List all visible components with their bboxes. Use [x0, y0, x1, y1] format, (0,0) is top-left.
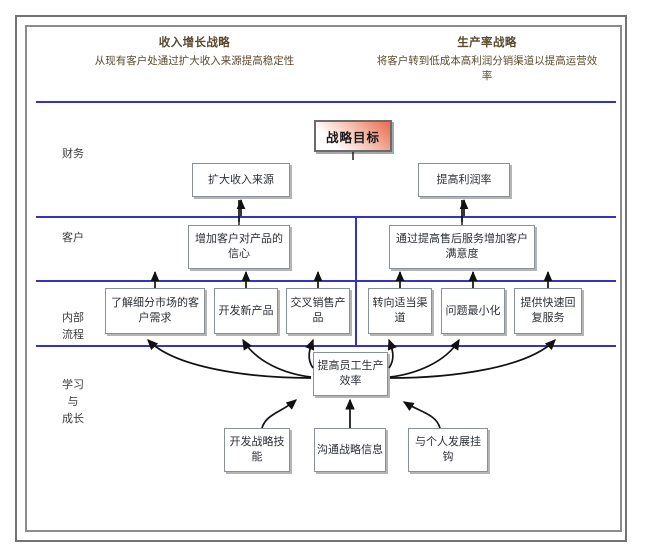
objective-develop-new-products[interactable]: 开发新产品 — [214, 288, 278, 334]
objective-increase-satisfaction-after-sales[interactable]: 通过提高售后服务增加客户满意度 — [389, 225, 535, 269]
objective-improve-profit-margin[interactable]: 提高利润率 — [418, 163, 510, 197]
divider-customer-internal — [36, 280, 616, 282]
objective-label: 通过提高售后服务增加客户满意度 — [396, 233, 528, 260]
objective-understand-segment-needs[interactable]: 了解细分市场的客户需求 — [105, 288, 205, 334]
objective-link-personal-development[interactable]: 与个人发展挂钩 — [408, 428, 488, 472]
perspective-label-learning-growth: 学习 与 成长 — [42, 360, 104, 428]
objective-label: 交叉销售产品 — [290, 297, 346, 324]
objective-label: 开发战略技能 — [229, 436, 285, 463]
divider-financial-customer — [36, 216, 616, 218]
strategic-goal-label: 战略目标 — [325, 130, 380, 145]
objective-label: 增加客户对产品的信心 — [195, 233, 283, 260]
objective-label: 沟通战略信息 — [317, 443, 383, 456]
objective-increase-product-confidence[interactable]: 增加客户对产品的信心 — [188, 225, 290, 269]
productivity-strategy-title: 生产率战略 — [457, 37, 517, 49]
revenue-growth-strategy-title: 收入增长战略 — [158, 37, 231, 49]
objective-label: 扩大收入来源 — [208, 173, 274, 186]
objective-develop-strategic-skills[interactable]: 开发战略技能 — [224, 428, 290, 472]
objective-label: 转向适当渠道 — [372, 297, 428, 324]
perspective-customer-text: 客户 — [62, 232, 84, 244]
perspective-financial-text: 财务 — [62, 148, 84, 160]
objective-label: 提高员工生产效率 — [317, 360, 384, 387]
objective-communicate-strategy-info[interactable]: 沟通战略信息 — [314, 428, 386, 472]
strategic-goal-box[interactable]: 战略目标 — [314, 120, 392, 152]
objective-improve-employee-productivity[interactable]: 提高员工生产效率 — [313, 352, 388, 396]
objective-fast-response-service[interactable]: 提供快速回复服务 — [514, 288, 582, 334]
objective-minimize-problems[interactable]: 问题最小化 — [441, 288, 505, 334]
objective-label: 了解细分市场的客户需求 — [111, 297, 199, 324]
objective-label: 提供快速回复服务 — [520, 297, 576, 324]
objective-label: 开发新产品 — [218, 304, 274, 317]
productivity-strategy-header: 生产率战略 将客户转到低成本高利润分销渠道以提高运营效率 — [372, 35, 602, 84]
revenue-growth-strategy-subtitle: 从现有客户处通过扩大收入来源提高稳定性 — [94, 54, 295, 67]
objective-label: 与个人发展挂钩 — [415, 436, 481, 463]
objective-label: 提高利润率 — [436, 173, 492, 186]
objective-expand-revenue-sources[interactable]: 扩大收入来源 — [192, 163, 290, 197]
perspective-learning-growth-text: 学习 与 成长 — [62, 379, 84, 426]
perspective-label-customer: 客户 — [42, 230, 104, 247]
divider-internal-learning — [36, 345, 616, 347]
objective-shift-to-proper-channel[interactable]: 转向适当渠道 — [368, 288, 432, 334]
diagram-outer-frame — [15, 15, 627, 542]
divider-top — [36, 101, 616, 103]
revenue-growth-strategy-header: 收入增长战略 从现有客户处通过扩大收入来源提高稳定性 — [92, 35, 297, 69]
divider-vertical-center — [355, 216, 357, 345]
perspective-label-internal-process: 内部 流程 — [42, 293, 104, 344]
productivity-strategy-subtitle: 将客户转到低成本高利润分销渠道以提高运营效率 — [376, 54, 598, 82]
perspective-label-financial: 财务 — [42, 146, 104, 163]
objective-label: 问题最小化 — [445, 304, 501, 317]
objective-cross-sell-products[interactable]: 交叉销售产品 — [286, 288, 350, 334]
perspective-internal-process-text: 内部 流程 — [62, 312, 84, 342]
